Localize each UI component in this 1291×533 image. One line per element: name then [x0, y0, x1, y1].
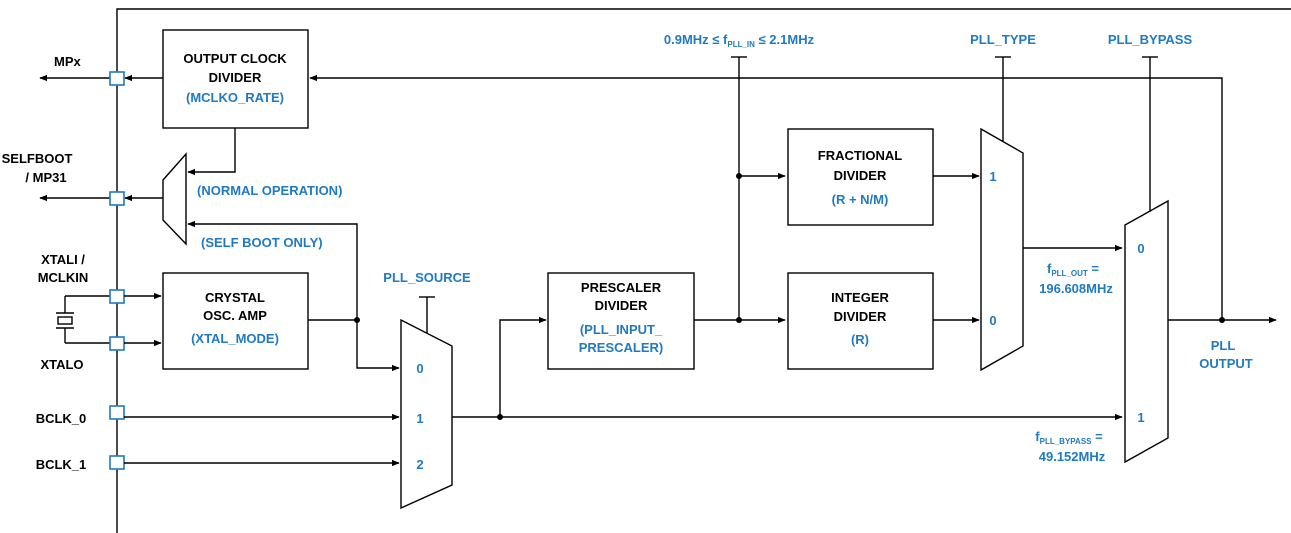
pll-output-line2: OUTPUT [1199, 356, 1253, 371]
pin-label-mp31: / MP31 [25, 170, 66, 185]
fractional-line2: DIVIDER [834, 168, 887, 183]
prescaler-param1: (PLL_INPUT_ [580, 322, 663, 337]
fractional-line1: FRACTIONAL [818, 148, 903, 163]
pin-bclk1[interactable] [109, 455, 125, 470]
osc-to-source-mux [356, 320, 400, 372]
pll-source-label: PLL_SOURCE [383, 270, 471, 285]
selfboot-mux [162, 152, 187, 246]
integer-divider-block [787, 272, 934, 370]
bypass-input-1: 1 [1137, 410, 1144, 425]
pin-label-selfboot: SELFBOOT [2, 151, 73, 166]
ocd-to-selfboot-mux [187, 128, 236, 176]
chip-boundary [116, 8, 1291, 533]
prescaler-line1: PRESCALER [581, 280, 662, 295]
type-input-0: 0 [989, 313, 996, 328]
normal-operation-label: (NORMAL OPERATION) [197, 183, 342, 198]
xtal-param: (XTAL_MODE) [191, 331, 279, 346]
fbypass-label: fPLL_BYPASS = [1035, 429, 1103, 446]
pll-source-mux [400, 318, 453, 510]
source-input-2: 2 [416, 457, 423, 472]
pll-output-line1: PLL [1211, 338, 1236, 353]
integer-line1: INTEGER [831, 290, 889, 305]
source-to-prescaler [499, 316, 547, 417]
pin-selfboot[interactable] [109, 191, 125, 206]
fractional-divider-block [787, 128, 934, 226]
pll-type-mux [980, 127, 1024, 372]
source-input-1: 1 [416, 411, 423, 426]
crystal-icon [56, 295, 112, 344]
osc-to-selfboot-mux [187, 220, 358, 320]
pin-xtali[interactable] [109, 289, 125, 304]
type-input-1: 1 [989, 169, 996, 184]
pll-output-feedback-line [309, 74, 1223, 320]
pll-bypass-label: PLL_BYPASS [1108, 32, 1193, 47]
fin-range-label: 0.9MHz ≤ fPLL_IN ≤ 2.1MHz [664, 32, 815, 49]
fbypass-value: 49.152MHz [1039, 449, 1106, 464]
output-clock-divider-block [162, 29, 309, 129]
pll-bypass-mux [1124, 199, 1169, 464]
fout-label: fPLL_OUT = [1047, 261, 1099, 278]
source-input-0: 0 [416, 361, 423, 376]
ocd-line1: OUTPUT CLOCK [183, 51, 287, 66]
prescaler-block [547, 272, 695, 370]
output-junction [1219, 317, 1225, 323]
xtal-line1: CRYSTAL [205, 290, 265, 305]
pin-label-mpx: MPx [54, 54, 82, 69]
pin-xtalo[interactable] [109, 336, 125, 351]
bypass-input-0: 0 [1137, 241, 1144, 256]
ocd-param: (MCLKO_RATE) [186, 90, 284, 105]
pin-label-mclkin: MCLKIN [38, 270, 89, 285]
pll-type-label: PLL_TYPE [970, 32, 1036, 47]
prescaler-line2: DIVIDER [595, 298, 648, 313]
ocd-line2: DIVIDER [209, 70, 262, 85]
pin-mpx[interactable] [109, 71, 125, 86]
pin-bclk0[interactable] [109, 405, 125, 420]
integer-param: (R) [851, 332, 869, 347]
pin-label-xtali: XTALI / [41, 252, 85, 267]
fout-value: 196.608MHz [1039, 281, 1113, 296]
integer-line2: DIVIDER [834, 309, 887, 324]
prescaler-param2: PRESCALER) [579, 340, 664, 355]
fractional-param: (R + N/M) [832, 192, 889, 207]
xtal-line2: OSC. AMP [203, 308, 267, 323]
crystal-osc-block [162, 272, 309, 370]
self-boot-only-label: (SELF BOOT ONLY) [201, 235, 323, 250]
pin-label-bclk1: BCLK_1 [36, 457, 87, 472]
pin-label-bclk0: BCLK_0 [36, 411, 87, 426]
pin-label-xtalo: XTALO [40, 357, 83, 372]
